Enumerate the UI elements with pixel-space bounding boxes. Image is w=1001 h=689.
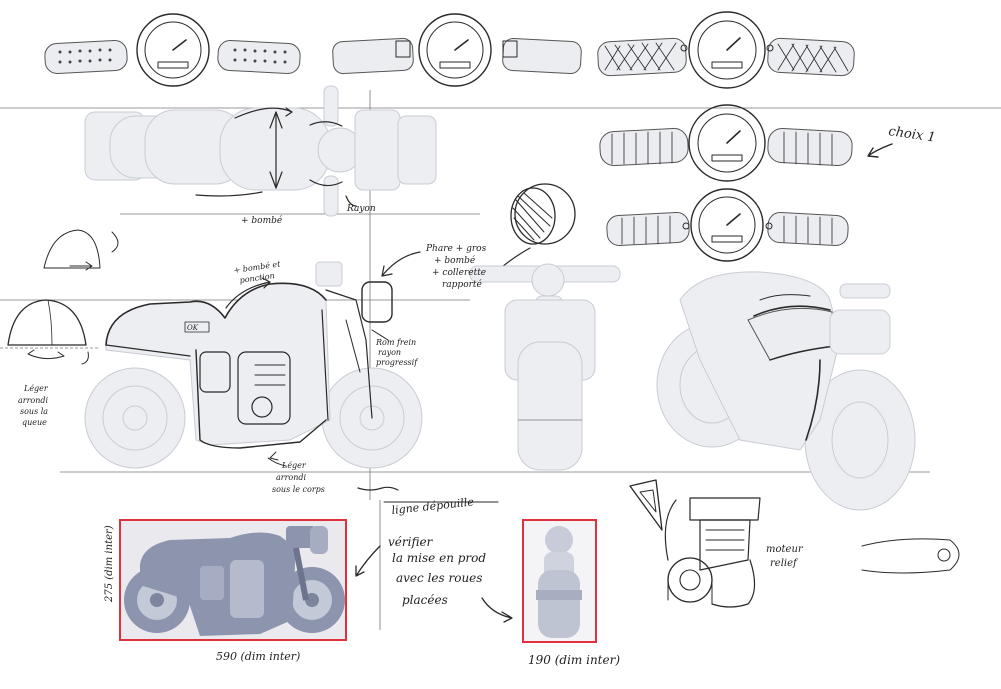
handlebar-option-grooved — [606, 188, 849, 262]
depouille-label: ligne dépouille — [391, 495, 475, 517]
part-outline-sketch — [861, 538, 960, 574]
verifier-line2: la mise en prod — [392, 551, 486, 565]
verifier-line1: vérifier — [388, 535, 434, 549]
moteur-line1: moteur — [766, 544, 804, 555]
phare-line3: + collerette — [432, 268, 486, 278]
phare-line1: Phare + gros — [425, 244, 487, 254]
rayon-label: Rayon — [346, 204, 376, 214]
phare-line4: rapporté — [442, 279, 483, 290]
motor-relief-part — [629, 479, 761, 608]
seat-badge: OK — [187, 324, 199, 332]
moteur-line2: relief — [770, 558, 799, 569]
verifier-line3: avec les roues — [396, 571, 482, 585]
phare-arrow — [381, 251, 421, 277]
verifier-line4: placées — [402, 593, 448, 607]
dim-height-label: 275 (dim inter) — [104, 525, 115, 603]
corps-line3: sous le corps — [272, 485, 325, 494]
leger-line2: arrondi — [18, 396, 49, 405]
leger-line4: queue — [22, 418, 47, 427]
front-view-motorbike — [469, 263, 621, 471]
choix-arrow — [867, 143, 893, 158]
handlebar-option-ribbed — [599, 104, 853, 182]
phare-line2: + bombé — [434, 255, 476, 266]
dim-depth-label: 190 (dim inter) — [528, 653, 620, 667]
verifier-arrow-left — [355, 545, 381, 577]
dome-sketch-small — [43, 229, 119, 271]
handlebar-option-quilted — [597, 11, 855, 89]
frein-line2: rayon — [378, 348, 401, 357]
corps-line1: Léger — [281, 461, 307, 470]
part-outline-hole — [937, 548, 951, 562]
render-side-frame — [119, 519, 347, 641]
side-view-motorbike — [84, 261, 423, 469]
frein-line1: Rom frein — [375, 338, 416, 347]
dim-width-label: 590 (dim inter) — [216, 650, 300, 663]
leger-line3: sous la — [20, 407, 48, 416]
handlebar-option-dotted — [44, 13, 301, 87]
leger-line1: Léger — [23, 384, 49, 393]
frein-line3: progressif — [376, 358, 419, 367]
choix-label: choix 1 — [887, 124, 936, 145]
verifier-arrow-right — [481, 597, 513, 623]
bombe-top-label: + bombé — [241, 215, 283, 226]
handlebar-option-plain — [332, 13, 582, 87]
corps-line2: arrondi — [276, 473, 307, 482]
render-front-frame — [522, 519, 597, 643]
depouille-curve — [357, 486, 399, 491]
headlight-sketch — [495, 183, 576, 273]
top-view-motorbike — [84, 85, 437, 217]
dome-sketch-tail — [0, 299, 100, 365]
perspective-view-motorbike — [656, 271, 916, 511]
